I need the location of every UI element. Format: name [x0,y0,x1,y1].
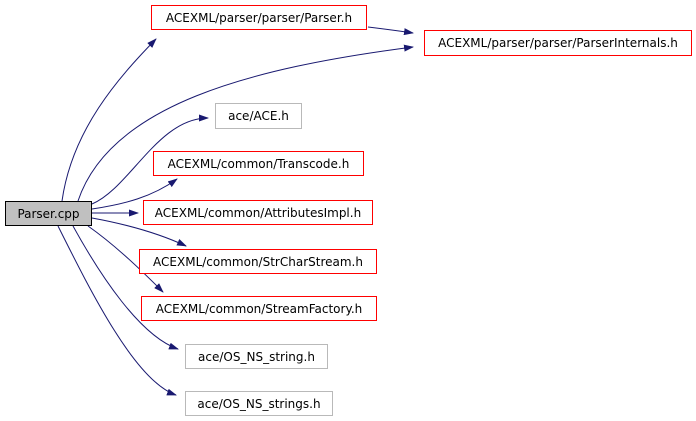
edge-parser-cpp-to-os-ns-strings [57,225,177,396]
node-parser-cpp: Parser.cpp [5,201,92,226]
edge-parser-cpp-to-os-ns-string [72,225,179,350]
node-parser-internals[interactable]: ACEXML/parser/parser/ParserInternals.h [424,30,692,56]
node-stream-factory[interactable]: ACEXML/common/StreamFactory.h [141,296,377,321]
node-str-char-stream[interactable]: ACEXML/common/StrCharStream.h [139,249,377,274]
edge-parser-cpp-to-parser-internals [77,44,414,202]
node-ace-h: ace/ACE.h [215,103,302,129]
node-transcode[interactable]: ACEXML/common/Transcode.h [153,151,364,176]
node-parser-h[interactable]: ACEXML/parser/parser/Parser.h [151,5,367,30]
edge-parser-cpp-to-transcode [91,178,178,210]
node-os-ns-string: ace/OS_NS_string.h [185,344,328,369]
edge-parser-cpp-to-str-char-stream [91,217,187,247]
node-attributes-impl[interactable]: ACEXML/common/AttributesImpl.h [143,200,373,225]
edge-parser-cpp-to-stream-factory [87,225,164,293]
edge-parser-h-to-parser-internals [367,26,414,36]
node-os-ns-strings: ace/OS_NS_strings.h [185,391,333,416]
edge-parser-cpp-to-ace-h [91,114,209,205]
edge-parser-cpp-to-parser-h [61,38,157,202]
